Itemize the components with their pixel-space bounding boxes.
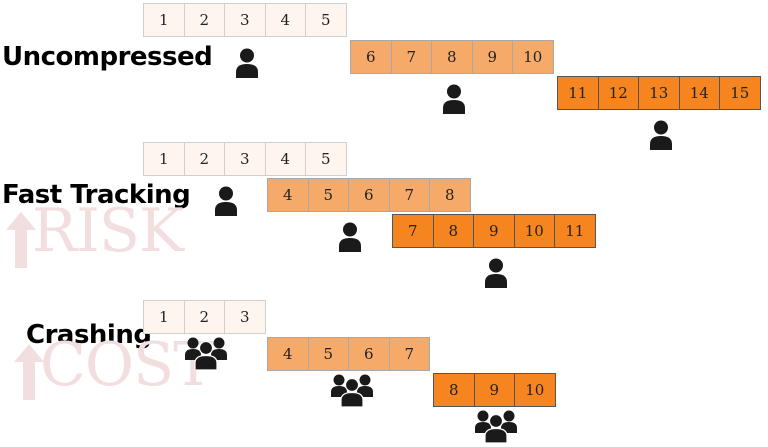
task-cell: 7 [388, 178, 430, 212]
task-cell: 7 [392, 214, 434, 248]
cost-watermark: COST [40, 330, 213, 400]
person-icon [442, 84, 466, 118]
task-cell: 4 [264, 3, 306, 37]
task-cell: 4 [264, 142, 306, 176]
task-cell: 12 [597, 76, 639, 110]
task-cell: 8 [429, 178, 471, 212]
task-cell: 9 [473, 214, 515, 248]
task-cell: 5 [305, 142, 347, 176]
task-cell: 9 [473, 373, 515, 407]
task-cell: 2 [183, 3, 225, 37]
task-cell: 13 [638, 76, 680, 110]
person-icon [484, 258, 508, 292]
task-cell: 5 [307, 178, 349, 212]
person-icon [235, 48, 259, 82]
task-cell: 3 [224, 142, 266, 176]
task-cell: 6 [350, 40, 392, 74]
task-cell: 15 [719, 76, 761, 110]
task-cell: 7 [388, 337, 430, 371]
person-icon [338, 222, 362, 256]
task-cell: 7 [390, 40, 432, 74]
group-icon [330, 373, 374, 411]
section-label-crashing: Crashing [26, 320, 152, 350]
task-cell: 8 [432, 214, 474, 248]
section-label-fast-tracking: Fast Tracking [2, 180, 191, 210]
up-arrow-icon [6, 212, 36, 268]
task-cell: 11 [557, 76, 599, 110]
task-cell: 5 [307, 337, 349, 371]
person-icon [649, 120, 673, 154]
task-cell: 1 [143, 3, 185, 37]
task-cell: 9 [471, 40, 513, 74]
task-cell: 3 [224, 3, 266, 37]
task-cell: 2 [183, 142, 225, 176]
task-cell: 8 [431, 40, 473, 74]
task-cell: 1 [143, 300, 185, 334]
group-icon [474, 409, 518, 447]
risk-watermark: RISK [32, 196, 184, 266]
task-cell: 10 [513, 214, 555, 248]
task-cell: 14 [678, 76, 720, 110]
task-cell: 10 [514, 373, 556, 407]
task-cell: 11 [554, 214, 596, 248]
task-cell: 8 [433, 373, 475, 407]
task-cell: 6 [348, 178, 390, 212]
person-icon [214, 186, 238, 220]
group-icon [184, 336, 228, 374]
section-label-uncompressed: Uncompressed [2, 42, 213, 72]
up-arrow-icon [14, 344, 44, 400]
task-cell: 2 [183, 300, 225, 334]
task-cell: 4 [267, 337, 309, 371]
task-cell: 6 [348, 337, 390, 371]
task-cell: 4 [267, 178, 309, 212]
task-cell: 3 [224, 300, 266, 334]
task-cell: 5 [305, 3, 347, 37]
task-cell: 1 [143, 142, 185, 176]
task-cell: 10 [512, 40, 554, 74]
